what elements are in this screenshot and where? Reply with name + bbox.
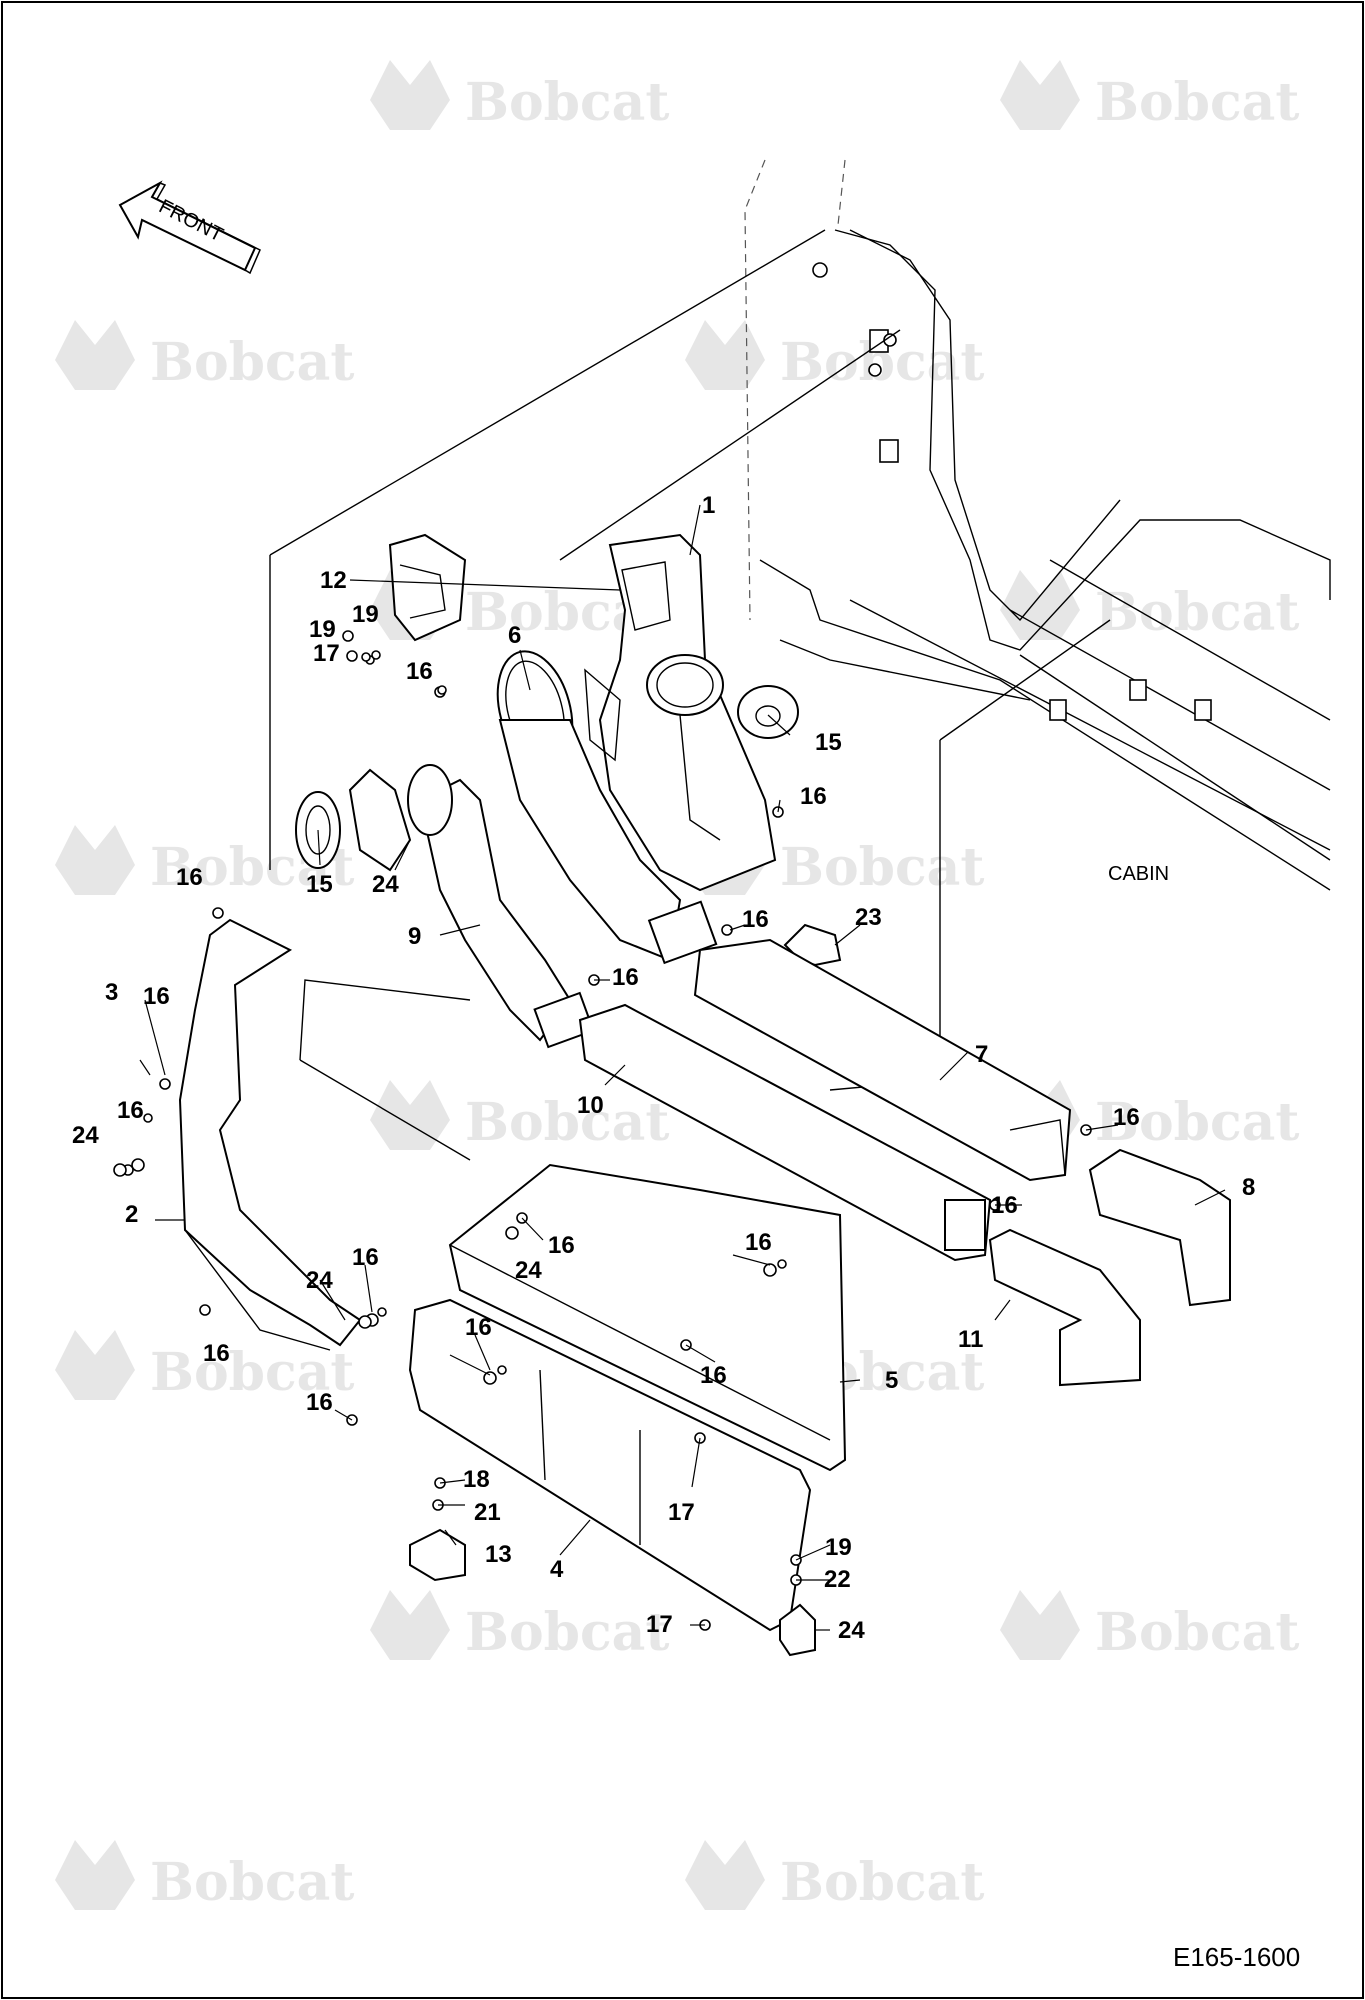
- callout-16: 16: [1113, 1104, 1140, 1131]
- watermark-logo: Bobcat: [55, 320, 354, 393]
- callout-19: 21: [474, 1499, 501, 1526]
- part-10-duct: [578, 1003, 992, 1262]
- cabin-bracket: [1049, 699, 1067, 721]
- cabin-structure: [744, 159, 1331, 891]
- drawing-code: E165-1600: [1173, 1942, 1300, 1972]
- watermark-text: Bobcat: [150, 332, 354, 393]
- construction-lines: [269, 229, 1111, 1161]
- part-1-duct-housing: [598, 533, 777, 892]
- watermark-logo: Bobcat: [370, 1590, 669, 1663]
- callout-15-left: 15: [306, 871, 333, 898]
- cabin-bracket: [1129, 679, 1147, 701]
- watermark-logo: Bobcat: [1000, 570, 1299, 643]
- watermark-logo: Bobcat: [685, 1840, 984, 1913]
- callout-17: 19: [825, 1534, 852, 1561]
- part-6-duct-body: [498, 719, 718, 965]
- cabin-bracket: [1194, 699, 1212, 721]
- callout-21: 23: [855, 904, 882, 931]
- watermark-text: Bobcat: [465, 72, 669, 133]
- callout-16: 16: [745, 1229, 772, 1256]
- callout-16: 16: [612, 964, 639, 991]
- callout-24: 24: [72, 1122, 99, 1149]
- callout-23: 24: [838, 1617, 865, 1644]
- part-15-grille: [737, 685, 799, 739]
- callout-16: 16: [306, 1389, 333, 1416]
- callout-22: 24: [372, 871, 399, 898]
- callout-16: 16: [406, 658, 433, 685]
- callout-17: 18: [463, 1466, 490, 1493]
- watermark-text: Bobcat: [1095, 1602, 1299, 1663]
- callout-2: 2: [125, 1201, 138, 1228]
- part-2-side-panel: [178, 918, 362, 1351]
- watermark-logo: Bobcat: [1000, 60, 1299, 133]
- callout-15: 15: [815, 729, 842, 756]
- callout-16: 16: [991, 1192, 1018, 1219]
- callout-16: 16: [465, 1314, 492, 1341]
- watermark-text: Bobcat: [465, 1602, 669, 1663]
- watermark-text: Bobcat: [780, 837, 984, 898]
- watermark-text: Bobcat: [1095, 582, 1299, 643]
- callout-6: 6: [508, 622, 521, 649]
- callout-5: 5: [885, 1367, 898, 1394]
- part-12-bracket: [388, 533, 467, 642]
- callout-3: 3: [105, 979, 118, 1006]
- part-11-duct: [988, 1228, 1141, 1387]
- callout-9: 9: [408, 923, 421, 950]
- watermark-group: Bobcat Bobcat Bobcat Bobcat Bobcat Bobca…: [55, 60, 1299, 1913]
- callout-16: 16: [800, 783, 827, 810]
- callout-19: 19: [352, 601, 379, 628]
- callout-16: 16: [548, 1232, 575, 1259]
- watermark-logo: Bobcat: [370, 1080, 669, 1153]
- watermark-text: Bobcat: [1095, 72, 1299, 133]
- callout-1: 1: [702, 492, 715, 519]
- watermark-logo: Bobcat: [55, 1840, 354, 1913]
- callout-24: 24: [306, 1267, 333, 1294]
- callout-16: 16: [117, 1097, 144, 1124]
- front-arrow-icon: FRONT: [118, 180, 261, 275]
- callout-7: 7: [975, 1041, 988, 1068]
- callout-16: 16: [143, 983, 170, 1010]
- watermark-logo: Bobcat: [685, 320, 984, 393]
- watermark-text: Bobcat: [465, 1092, 669, 1153]
- callout-24: 24: [515, 1257, 542, 1284]
- callout-18: 19: [309, 616, 336, 643]
- cabin-label: CABIN: [1108, 863, 1169, 885]
- leader-lines: [139, 504, 1226, 1631]
- cabin-bracket: [879, 439, 899, 463]
- callout-16: 17: [668, 1499, 695, 1526]
- part-13-bracket: [409, 1528, 466, 1582]
- callout-16: 16: [203, 1340, 230, 1367]
- watermark-text: Bobcat: [780, 1852, 984, 1913]
- part-5-panel: [448, 1163, 847, 1472]
- callout-16: 16: [352, 1244, 379, 1271]
- part-7-duct: [693, 938, 1072, 1182]
- watermark-text: Bobcat: [1095, 1092, 1299, 1153]
- watermark-text: Bobcat: [150, 1852, 354, 1913]
- watermark-text: Bobcat: [150, 1342, 354, 1403]
- cabin-hole: [812, 262, 828, 278]
- callout-11: 11: [958, 1326, 983, 1353]
- callout-16: 17: [646, 1611, 673, 1638]
- callout-8: 8: [1242, 1174, 1255, 1201]
- part-9-duct: [418, 778, 595, 1049]
- callout-13: 13: [485, 1541, 512, 1568]
- callout-4: 4: [550, 1556, 564, 1583]
- watermark-logo: Bobcat: [55, 1330, 354, 1403]
- callout-labels: 1 2 3 4 5 6 7 8 9 10 11 12 13 15 15 16 1…: [72, 492, 1255, 1644]
- watermark-logo: Bobcat: [370, 60, 669, 133]
- callout-19: 22: [824, 1566, 851, 1593]
- callout-16: 16: [700, 1362, 727, 1389]
- part-8-duct: [1088, 1148, 1231, 1307]
- callout-16: 16: [742, 906, 769, 933]
- callout-16: 16: [176, 864, 203, 891]
- part-23-bracket: [779, 1603, 816, 1657]
- callout-10: 10: [577, 1092, 604, 1119]
- callout-12: 12: [320, 567, 347, 594]
- watermark-logo: Bobcat: [1000, 1590, 1299, 1663]
- cabin-hole: [868, 363, 882, 377]
- callout-17: 17: [313, 640, 340, 667]
